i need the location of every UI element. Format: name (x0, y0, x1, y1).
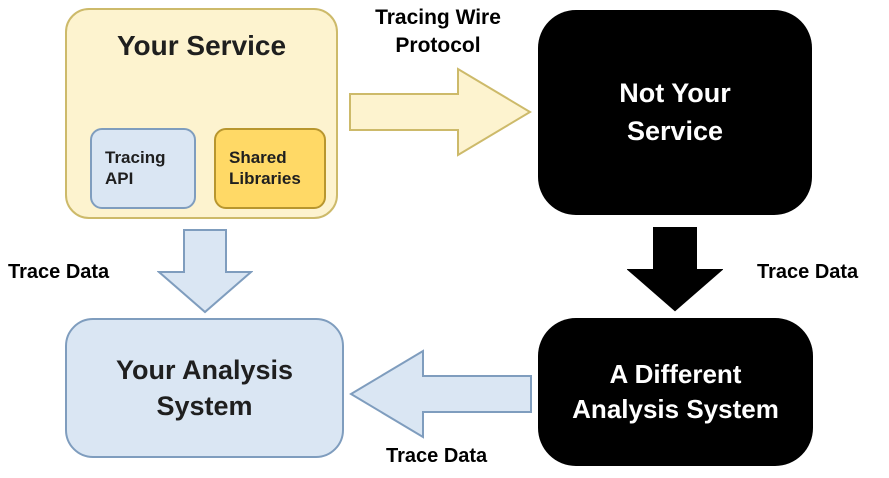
arrow-right-tracing-wire (349, 67, 532, 157)
your-service-children: Tracing API Shared Libraries (67, 128, 336, 209)
node-your-analysis-system: Your Analysis System (65, 318, 344, 458)
edge-label-trace-data-left: Trace Data (8, 261, 110, 283)
edge-label-trace-data-bottom: Trace Data (386, 445, 488, 467)
node-shared-libraries-label: Shared Libraries (229, 148, 301, 188)
edge-label-tracing-wire-protocol: Tracing Wire Protocol (375, 6, 501, 58)
node-a-different-analysis-system-label: A Different Analysis System (572, 358, 779, 424)
node-tracing-api-label: Tracing API (105, 148, 166, 188)
node-your-service: Your Service Tracing API Shared Librarie… (65, 8, 338, 219)
node-your-analysis-system-label: Your Analysis System (115, 354, 294, 421)
arrow-down-not-your-service (627, 227, 723, 312)
arrow-down-your-service (157, 229, 253, 314)
node-your-service-label: Your Service (116, 30, 287, 61)
node-a-different-analysis-system: A Different Analysis System (538, 318, 813, 466)
edge-label-trace-data-right: Trace Data (757, 261, 859, 283)
arrow-left-trace-data (349, 349, 532, 439)
node-tracing-api: Tracing API (90, 128, 196, 209)
node-not-your-service-label: Not Your Service (619, 77, 731, 146)
node-not-your-service: Not Your Service (538, 10, 812, 215)
node-shared-libraries: Shared Libraries (214, 128, 326, 209)
